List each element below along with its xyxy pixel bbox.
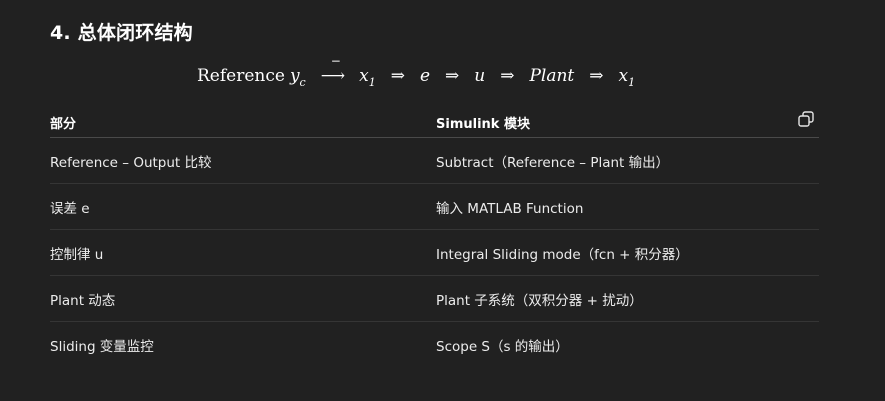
table-row: 控制律 u Integral Sliding mode（fcn + 积分器） — [50, 230, 819, 276]
formula-implies-3: ⇒ — [500, 66, 515, 86]
table-cell-block: Scope S（s 的输出） — [436, 339, 569, 355]
table-cell-part: 控制律 u — [50, 247, 104, 263]
formula-implies-2: ⇒ — [445, 66, 460, 86]
formula-plant: Plant — [529, 66, 575, 86]
table-row: Plant 动态 Plant 子系统（双积分器 + 扰动） — [50, 276, 819, 322]
table-cell-part: Plant 动态 — [50, 293, 116, 309]
copy-icon[interactable] — [797, 110, 815, 128]
formula-arrow-minus: −⟶ — [320, 54, 346, 86]
table-cell-block: Plant 子系统（双积分器 + 扰动） — [436, 293, 643, 309]
formula-yc: yc — [289, 66, 306, 89]
table-row: Sliding 变量监控 Scope S（s 的输出） — [50, 322, 819, 367]
table-header: 部分 Simulink 模块 — [50, 107, 819, 138]
closed-loop-formula: Reference yc −⟶ x1 ⇒ e ⇒ u ⇒ Plant ⇒ x1 — [197, 54, 636, 90]
formula-e: e — [419, 66, 430, 86]
column-header-simulink-block: Simulink 模块 — [436, 117, 530, 132]
table-cell-part: 误差 e — [50, 201, 90, 217]
table-cell-block: 输入 MATLAB Function — [436, 201, 584, 217]
formula-implies-1: ⇒ — [390, 66, 405, 86]
formula-implies-4: ⇒ — [589, 66, 604, 86]
structure-table: 部分 Simulink 模块 Reference – Output 比较 Sub… — [50, 107, 819, 367]
table-row: 误差 e 输入 MATLAB Function — [50, 184, 819, 230]
table-row: Reference – Output 比较 Subtract（Reference… — [50, 138, 819, 184]
formula-x1-out: x1 — [618, 66, 636, 89]
table-cell-block: Subtract（Reference – Plant 输出） — [436, 155, 670, 171]
table-cell-block: Integral Sliding mode（fcn + 积分器） — [436, 247, 689, 263]
section-heading: 4. 总体闭环结构 — [50, 22, 193, 44]
table-cell-part: Sliding 变量监控 — [50, 339, 154, 355]
formula-u: u — [474, 66, 486, 86]
column-header-part: 部分 — [50, 117, 77, 132]
formula-x1: x1 — [359, 66, 376, 89]
table-cell-part: Reference – Output 比较 — [50, 155, 212, 171]
formula-reference: Reference — [197, 66, 285, 86]
